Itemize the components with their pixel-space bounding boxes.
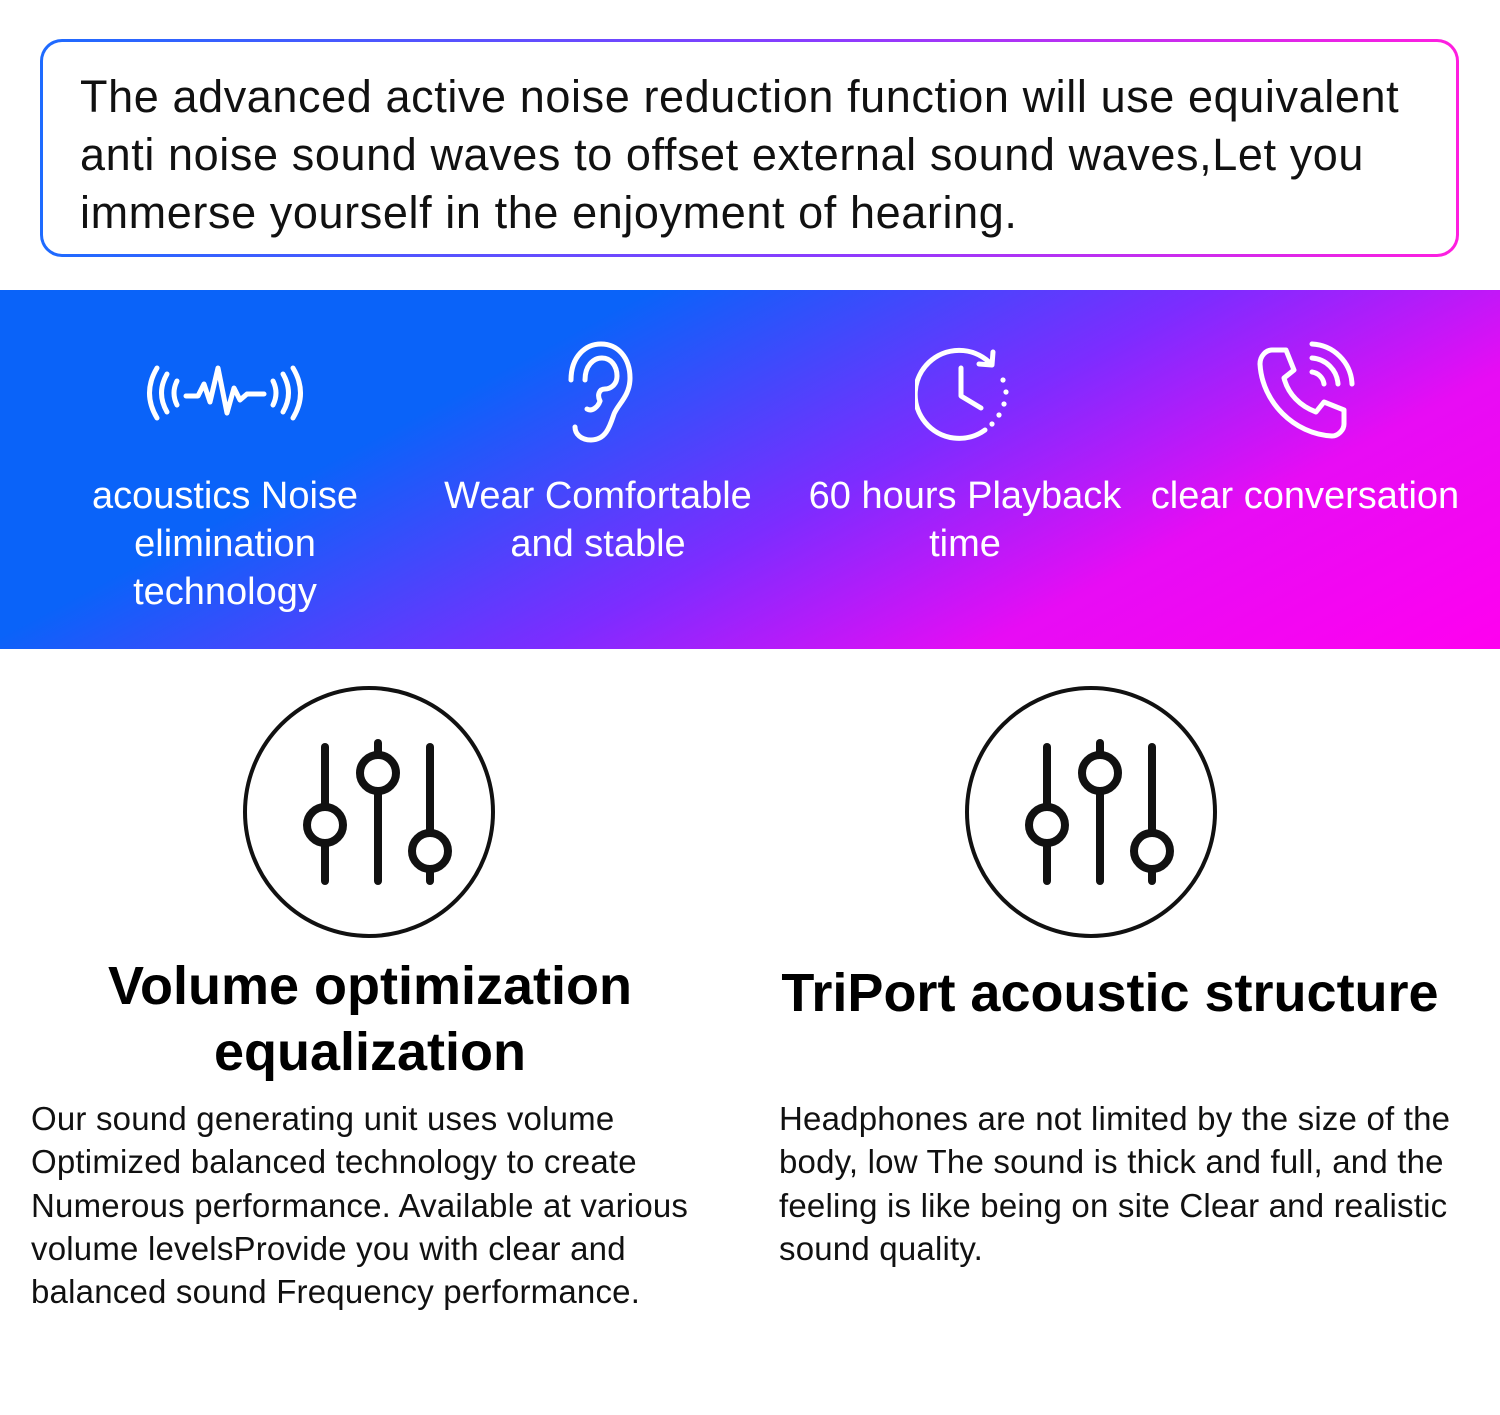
sound-wave-icon xyxy=(45,338,405,448)
feature-playback: 60 hours Playback time xyxy=(785,290,1145,649)
feature-label: clear conversation xyxy=(1150,475,1460,517)
intro-box: The advanced active noise reduction func… xyxy=(40,39,1459,257)
section-title: TriPort acoustic structure xyxy=(781,963,1439,1023)
clock-icon xyxy=(785,338,1145,448)
equalizer-icon xyxy=(243,686,495,938)
phone-call-icon xyxy=(1125,338,1485,448)
feature-comfort: Wear Comfortable and stable xyxy=(418,290,778,649)
ear-icon xyxy=(418,338,778,448)
intro-box-inner: The advanced active noise reduction func… xyxy=(43,42,1456,254)
feature-label: Wear Comfortable and stable xyxy=(444,475,752,565)
feature-conversation: clear conversation xyxy=(1125,290,1485,649)
feature-label: 60 hours Playback time xyxy=(808,475,1122,565)
equalizer-icon xyxy=(965,686,1217,938)
feature-label: acoustics Noise elimination technology xyxy=(91,475,359,613)
section-title: Volume optimization equalization xyxy=(108,956,632,1082)
section-body: Headphones are not limited by the size o… xyxy=(779,1100,1451,1267)
intro-text: The advanced active noise reduction func… xyxy=(80,71,1400,238)
feature-noise-elimination: acoustics Noise elimination technology xyxy=(45,290,405,649)
feature-band: acoustics Noise elimination technology W… xyxy=(0,290,1500,649)
section-body: Our sound generating unit uses volume Op… xyxy=(31,1100,689,1311)
